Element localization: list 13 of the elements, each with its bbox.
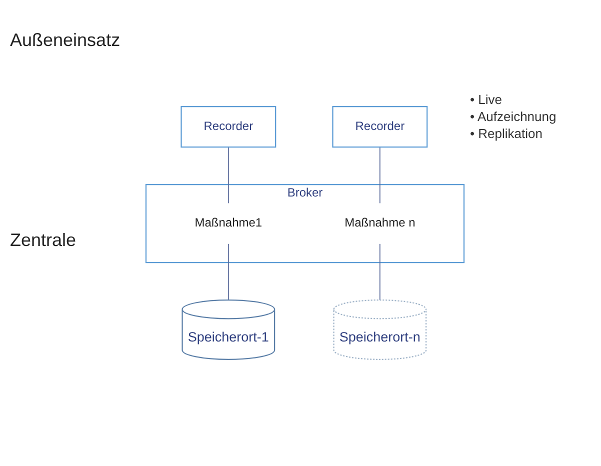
connector xyxy=(228,243,229,300)
bullet-item: • Live xyxy=(470,92,504,107)
row-label: Zentrale xyxy=(10,230,76,251)
connector xyxy=(228,146,229,204)
node-text: Maßnahme1 xyxy=(194,216,262,230)
node-text: Maßnahme n xyxy=(344,216,416,230)
bullet-item: • Aufzeichnung xyxy=(470,109,556,124)
connector xyxy=(379,243,380,300)
node-box: Recorder xyxy=(332,106,428,148)
row-label: Außeneinsatz xyxy=(10,30,120,51)
connector xyxy=(379,146,380,204)
node-box: Recorder xyxy=(180,106,276,148)
bullet-item: • Replikation xyxy=(470,126,544,141)
